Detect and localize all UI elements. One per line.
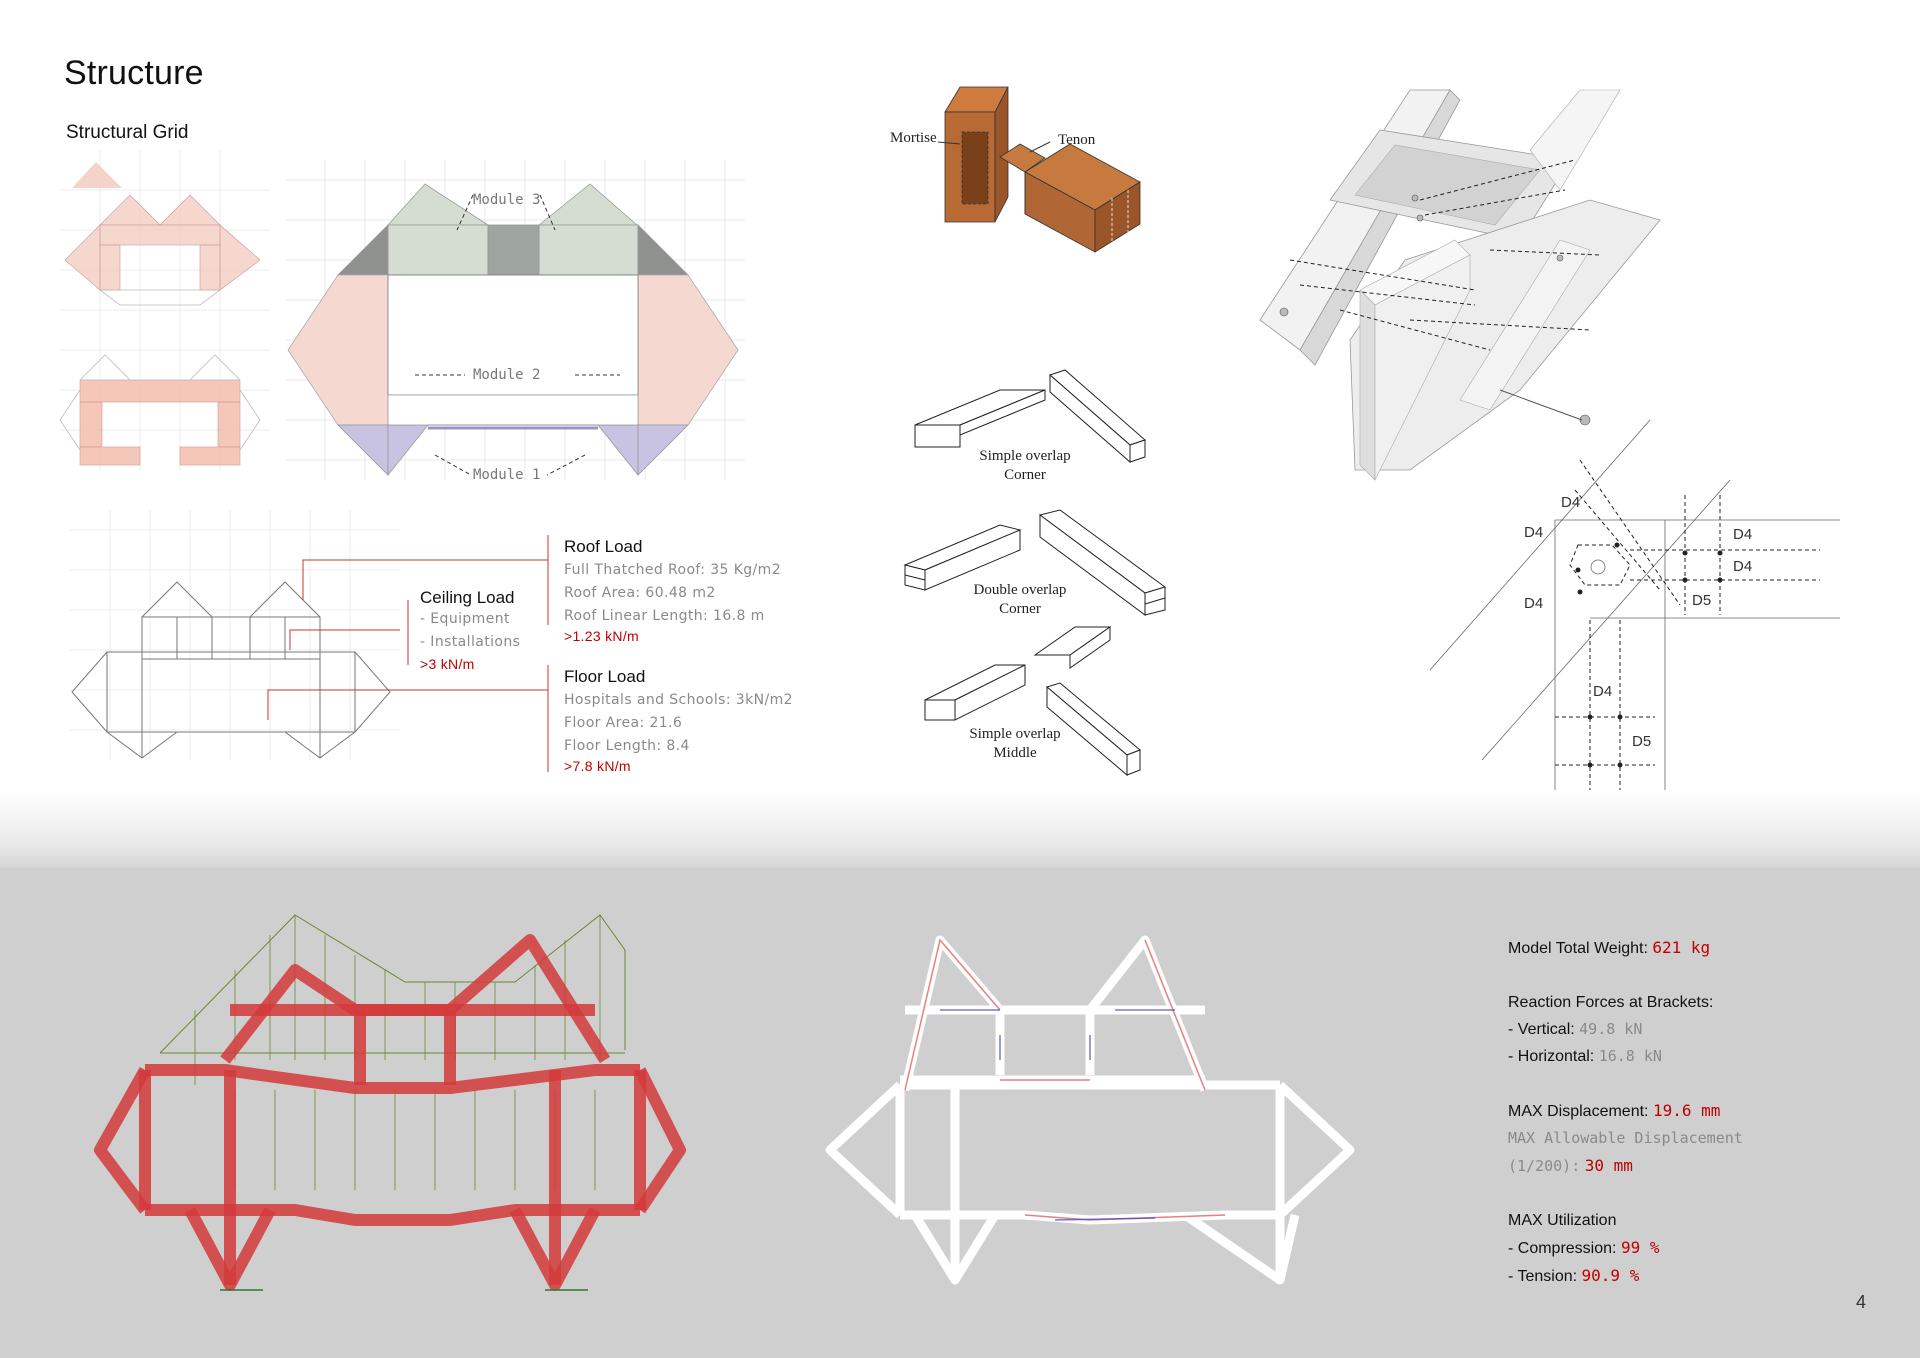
mortise-tenon-illustration (937, 86, 1141, 253)
module-2-label: Module 2 (473, 367, 541, 383)
floor-load-item: Floor Area: 21.6 (564, 715, 683, 731)
horizontal-value: 16.8 kN (1598, 1047, 1662, 1065)
bracket-3d-detail (1259, 89, 1661, 481)
total-weight-value: 621 kg (1652, 938, 1711, 957)
roof-load-title: Roof Load (564, 537, 643, 556)
vertical-row: - Vertical: 49.8 kN (1508, 1016, 1808, 1043)
simple-middle-caption: Simple overlap Middle (945, 725, 1085, 763)
caption-line: Middle (993, 745, 1037, 761)
simple-corner-caption: Simple overlap Corner (955, 447, 1095, 485)
ceiling-load-title: Ceiling Load (420, 588, 515, 607)
bolt-label: D4 (1524, 595, 1544, 612)
ceiling-load-item: - Installations (420, 634, 521, 650)
floor-load-item: Hospitals and Schools: 3kN/m2 (564, 692, 793, 708)
bolt-layout-plan (1429, 419, 1840, 830)
module-3-label: Module 3 (473, 192, 541, 208)
bolt-label: D4 (1733, 526, 1753, 543)
module-thumbnails (59, 150, 270, 470)
roof-load-block: Roof Load Full Thatched Roof: 35 Kg/m2 R… (564, 537, 844, 644)
ceiling-load-item: - Equipment (420, 611, 510, 627)
tenon-label: Tenon (1058, 132, 1096, 148)
bolt-label: D5 (1632, 733, 1652, 750)
max-disp-row: MAX Displacement: 19.6 mm (1508, 1097, 1808, 1125)
roof-load-item: Full Thatched Roof: 35 Kg/m2 (564, 562, 782, 578)
total-weight-row: Model Total Weight: 621 kg (1508, 934, 1808, 962)
compression-value: 99 % (1620, 1238, 1660, 1257)
load-model-frame (94, 914, 686, 1291)
max-disp-value: 19.6 mm (1652, 1101, 1721, 1120)
bolt-label: D4 (1561, 494, 1581, 511)
utilization-title: MAX Utilization (1508, 1212, 1617, 1229)
floor-load-block: Floor Load Hospitals and Schools: 3kN/m2… (564, 667, 844, 774)
allow-disp-line1: MAX Allowable Displacement (1508, 1129, 1743, 1147)
vertical-label: - Vertical: (1508, 1021, 1575, 1038)
structural-grid-diagram (285, 160, 745, 480)
ceiling-load-block: Ceiling Load - Equipment - Installations… (420, 588, 570, 672)
ceiling-load-result: >3 kN/m (420, 656, 475, 672)
bolt-label: D4 (1593, 683, 1613, 700)
floor-load-item: Floor Length: 8.4 (564, 738, 690, 754)
roof-load-result: >1.23 kN/m (564, 628, 639, 644)
roof-load-item: Roof Area: 60.48 m2 (564, 585, 716, 601)
roof-load-item: Roof Linear Length: 16.8 m (564, 608, 765, 624)
module-1-label: Module 1 (473, 467, 541, 483)
section-subtitle: Structural Grid (66, 122, 189, 143)
tension-row: - Tension: 90.9 % (1508, 1262, 1808, 1290)
tension-label: - Tension: (1508, 1268, 1578, 1285)
overlap-joints-illustration (903, 369, 1167, 777)
bolt-label: D4 (1733, 558, 1753, 575)
analysis-results: Model Total Weight: 621 kg Reaction Forc… (1508, 934, 1808, 1290)
reaction-title: Reaction Forces at Brackets: (1508, 994, 1714, 1011)
page-title: Structure (64, 54, 204, 92)
horizontal-row: - Horizontal: 16.8 kN (1508, 1043, 1808, 1070)
floor-load-title: Floor Load (564, 667, 646, 686)
load-diagram (70, 510, 549, 772)
total-weight-label: Model Total Weight: (1508, 940, 1648, 957)
bolt-label: D4 (1524, 524, 1544, 541)
tension-value: 90.9 % (1581, 1266, 1640, 1285)
allow-disp-value: 30 mm (1584, 1156, 1633, 1175)
vertical-value: 49.8 kN (1579, 1020, 1643, 1038)
max-disp-label: MAX Displacement: (1508, 1103, 1649, 1120)
caption-line: Simple overlap (979, 448, 1071, 464)
allow-disp-line2: (1/200): (1508, 1157, 1581, 1175)
mortise-label: Mortise (890, 130, 937, 146)
page-number: 4 (1856, 1292, 1867, 1312)
double-corner-caption: Double overlap Corner (950, 581, 1090, 619)
floor-load-result: >7.8 kN/m (564, 758, 631, 774)
caption-line: Corner (1004, 467, 1046, 483)
caption-line: Corner (999, 601, 1041, 617)
horizontal-label: - Horizontal: (1508, 1048, 1595, 1065)
allow-disp-row: (1/200): 30 mm (1508, 1152, 1808, 1180)
caption-line: Simple overlap (969, 726, 1061, 742)
bolt-label: D5 (1692, 592, 1712, 609)
compression-label: - Compression: (1508, 1240, 1617, 1257)
utilization-model-frame (825, 935, 1355, 1285)
compression-row: - Compression: 99 % (1508, 1234, 1808, 1262)
section-fade (0, 790, 1920, 868)
caption-line: Double overlap (973, 582, 1067, 598)
